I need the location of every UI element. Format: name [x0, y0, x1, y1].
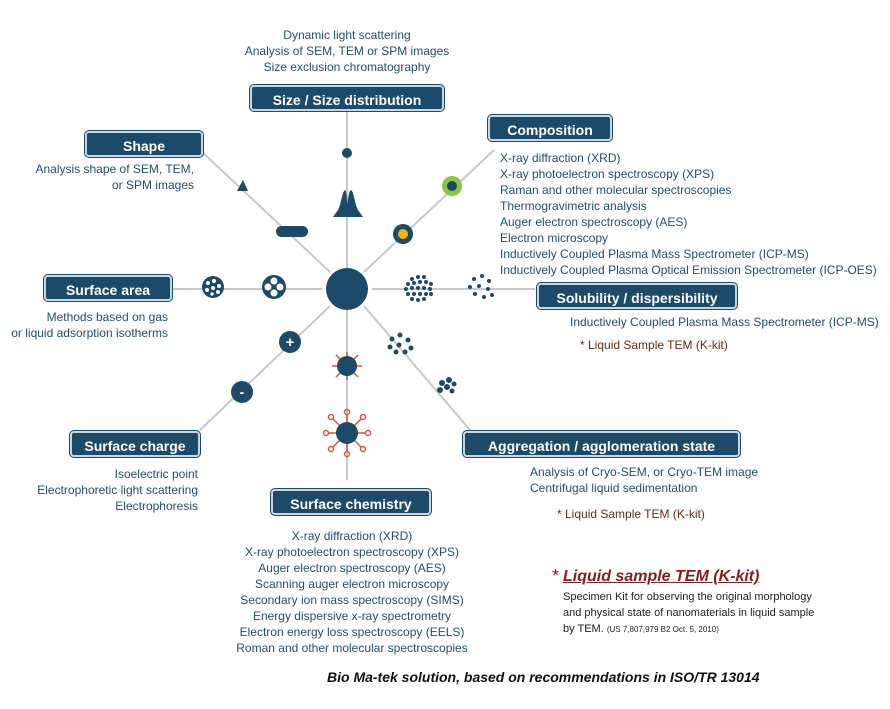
method-item: Scanning auger electron microscopy [254, 577, 450, 591]
surface-area-box: Surface area [44, 275, 172, 301]
aggregation-kit-note: * Liquid Sample TEM (K-kit) [557, 507, 705, 521]
note-line-last: by TEM. (US 7,807,979 B2 Oct. 5, 2010) [563, 621, 863, 638]
method-item: X-ray diffraction (XRD) [500, 151, 621, 165]
method-item: Electron energy loss spectroscopy (EELS) [239, 625, 465, 639]
agglomerate-icon [437, 377, 457, 394]
small-particle-icon [342, 148, 352, 158]
spoke-surface-charge [199, 305, 331, 431]
dispersed-particles-icon [468, 274, 494, 299]
method-item: Electron microscopy [500, 231, 609, 245]
method-item: Secondary ion mass spectroscopy (SIMS) [240, 593, 464, 607]
shape-methods: Analysis shape of SEM, TEM, or SPM image… [20, 161, 194, 193]
method-item: Centrifugal liquid sedimentation [530, 481, 698, 495]
ligand-particle-icon [322, 408, 372, 458]
method-item: Thermogravimetric analysis [500, 199, 647, 213]
spoke-composition [363, 149, 495, 273]
svg-text:-: - [240, 384, 245, 400]
surface-charge-methods: Isoelectric point Electrophoretic light … [20, 466, 198, 514]
method-item: or liquid adsorption isotherms [11, 326, 168, 340]
spoke-shape [199, 149, 331, 273]
triangle-particle-icon [237, 180, 248, 191]
negative-charge-icon: - [231, 381, 253, 403]
rod-particle-icon [276, 226, 308, 237]
method-item: Auger electron spectroscopy (AES) [258, 561, 446, 575]
hollow-sphere-icon [262, 275, 286, 299]
loose-aggregate-icon [387, 332, 414, 355]
method-item: Inductively Coupled Plasma Mass Spectrom… [500, 247, 809, 261]
surface-chemistry-box: Surface chemistry [271, 489, 431, 515]
aggregation-methods: Analysis of Cryo-SEM, or Cryo-TEM image … [530, 464, 758, 496]
porous-sphere-icon [202, 276, 224, 298]
method-item: Analysis shape of SEM, TEM, [35, 162, 194, 176]
aggregation-box: Aggregation / agglomeration state [463, 431, 740, 457]
method-item: Auger electron spectroscopy (AES) [500, 215, 688, 229]
surface-charge-box: Surface charge [70, 431, 200, 457]
hub-particle [326, 268, 368, 310]
solubility-kit-note: * Liquid Sample TEM (K-kit) [580, 338, 728, 352]
method-item: X-ray photoelectron spectroscopy (XPS) [244, 545, 460, 559]
note-title: Liquid sample TEM (K-kit) [563, 568, 760, 585]
functionalized-particle-icon [332, 352, 362, 380]
size-distribution-box: Size / Size distribution [250, 85, 444, 111]
surface-area-methods: Methods based on gas or liquid adsorptio… [4, 309, 168, 341]
shape-box: Shape [85, 131, 203, 157]
method-item: Roman and other molecular spectroscopies [236, 641, 468, 655]
method-item: Inductively Coupled Plasma Mass Spectrom… [570, 315, 879, 329]
spokes [172, 112, 535, 480]
note-line-text: by TEM. [563, 623, 604, 635]
method-item: Electrophoresis [115, 499, 198, 513]
note-asterisk: * [552, 566, 560, 586]
spoke-aggregation [363, 305, 471, 431]
method-item: Isoelectric point [114, 467, 198, 481]
composition-methods: X-ray diffraction (XRD) X-ray photoelect… [500, 150, 877, 278]
method-item: X-ray diffraction (XRD) [291, 529, 413, 543]
method-item: Methods based on gas [46, 310, 168, 324]
note-body: Specimen Kit for observing the original … [563, 589, 863, 638]
method-item: Analysis of SEM, TEM or SPM images [244, 44, 450, 58]
svg-text:+: + [286, 334, 295, 351]
positive-charge-icon: + [279, 331, 301, 353]
note-line: and physical state of nanomaterials in l… [563, 607, 815, 619]
composition-box: Composition [488, 115, 612, 141]
patent-number: (US 7,807,979 B2 Oct. 5, 2010) [606, 625, 719, 634]
footer-caption: Bio Ma-tek solution, based on recommenda… [327, 669, 760, 685]
method-item: Size exclusion chromatography [263, 60, 431, 74]
method-item: Electrophoretic light scattering [37, 483, 198, 497]
solubility-box: Solubility / dispersibility [537, 283, 737, 309]
method-item: Energy dispersive x-ray spectrometry [252, 609, 452, 623]
distribution-peak-icon [333, 190, 363, 217]
method-item: Analysis of Cryo-SEM, or Cryo-TEM image [530, 465, 759, 479]
method-item: X-ray photoelectron spectroscopy (XPS) [500, 167, 715, 181]
solubility-methods: Inductively Coupled Plasma Mass Spectrom… [570, 314, 879, 330]
surface-chemistry-methods: X-ray diffraction (XRD) X-ray photoelect… [225, 528, 479, 656]
method-item: Inductively Coupled Plasma Optical Emiss… [500, 263, 877, 277]
method-item: or SPM images [111, 178, 194, 192]
dense-cluster-icon [404, 275, 433, 302]
note-line: Specimen Kit for observing the original … [563, 591, 812, 603]
method-item: Dynamic light scattering [283, 28, 411, 42]
size-methods: Dynamic light scattering Analysis of SEM… [240, 27, 454, 75]
method-item: Raman and other molecular spectroscopies [500, 183, 732, 197]
